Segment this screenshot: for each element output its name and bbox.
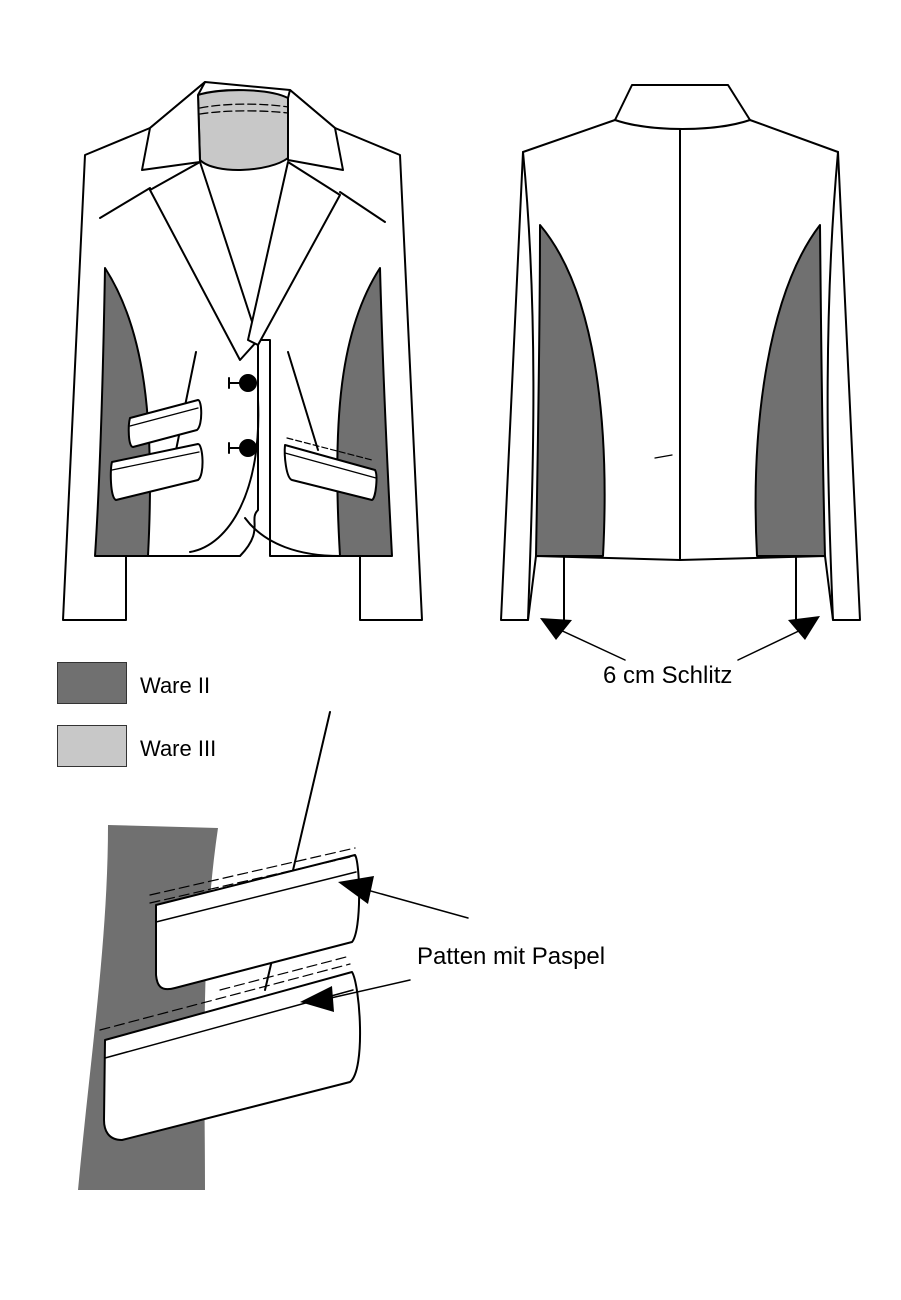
front-collar [141,81,344,171]
legend-swatch-ware-iii [57,725,127,767]
front-pocket-piping-right [284,452,377,479]
flap-arrow-head-upper [338,876,374,904]
detail-flap-upper-piping [155,871,357,923]
front-hem-curve [189,399,341,557]
pocket-flap-detail-drawing [78,711,469,1190]
front-button-shanks [228,377,241,454]
front-button-upper [239,374,257,392]
button-icon [228,374,257,457]
front-pocket-piping [111,407,200,471]
detail-flap-upper-stitch [149,847,356,904]
slit-arrow-head-right [788,616,820,640]
front-button-lower [239,439,257,457]
slit-arrow-line-left [555,627,626,661]
jacket-back-drawing [500,84,861,661]
detail-flap-lower [103,971,362,1141]
annotation-slit: 6 cm Schlitz [603,662,733,689]
jacket-front-drawing [62,81,423,621]
detail-flap-lower-stitch [99,955,351,1031]
flap-arrow-line-lower [321,979,411,1001]
front-neck-inset [197,89,289,171]
detail-side-panel [78,825,218,1190]
annotation-flaps: Patten mit Paspel [417,943,606,970]
detail-flap-upper [155,854,361,991]
flap-arrow-line-upper [359,887,469,919]
back-collar-line [614,119,751,130]
front-pocket-stitch-right [286,437,373,461]
back-center-mark [654,454,673,459]
flap-arrow-head-lower [300,986,334,1012]
back-sleeve-seam-right [826,151,839,621]
front-neck-inset-stitch [199,103,289,115]
back-sleeve-seam-left [522,151,535,621]
legend-label-ware-iii: Ware III [140,736,217,761]
slit-arrow-head-left [540,618,572,640]
front-pocket-flap-lower [109,443,204,501]
legend-label-ware-ii: Ware II [140,673,211,698]
back-side-panel-right [754,224,826,557]
legend-swatch-ware-ii [57,662,127,704]
front-lapel-right [247,161,341,346]
slit-arrow-line-right [737,627,806,661]
back-side-panel-left [535,224,606,557]
front-yoke-lines [99,187,386,223]
